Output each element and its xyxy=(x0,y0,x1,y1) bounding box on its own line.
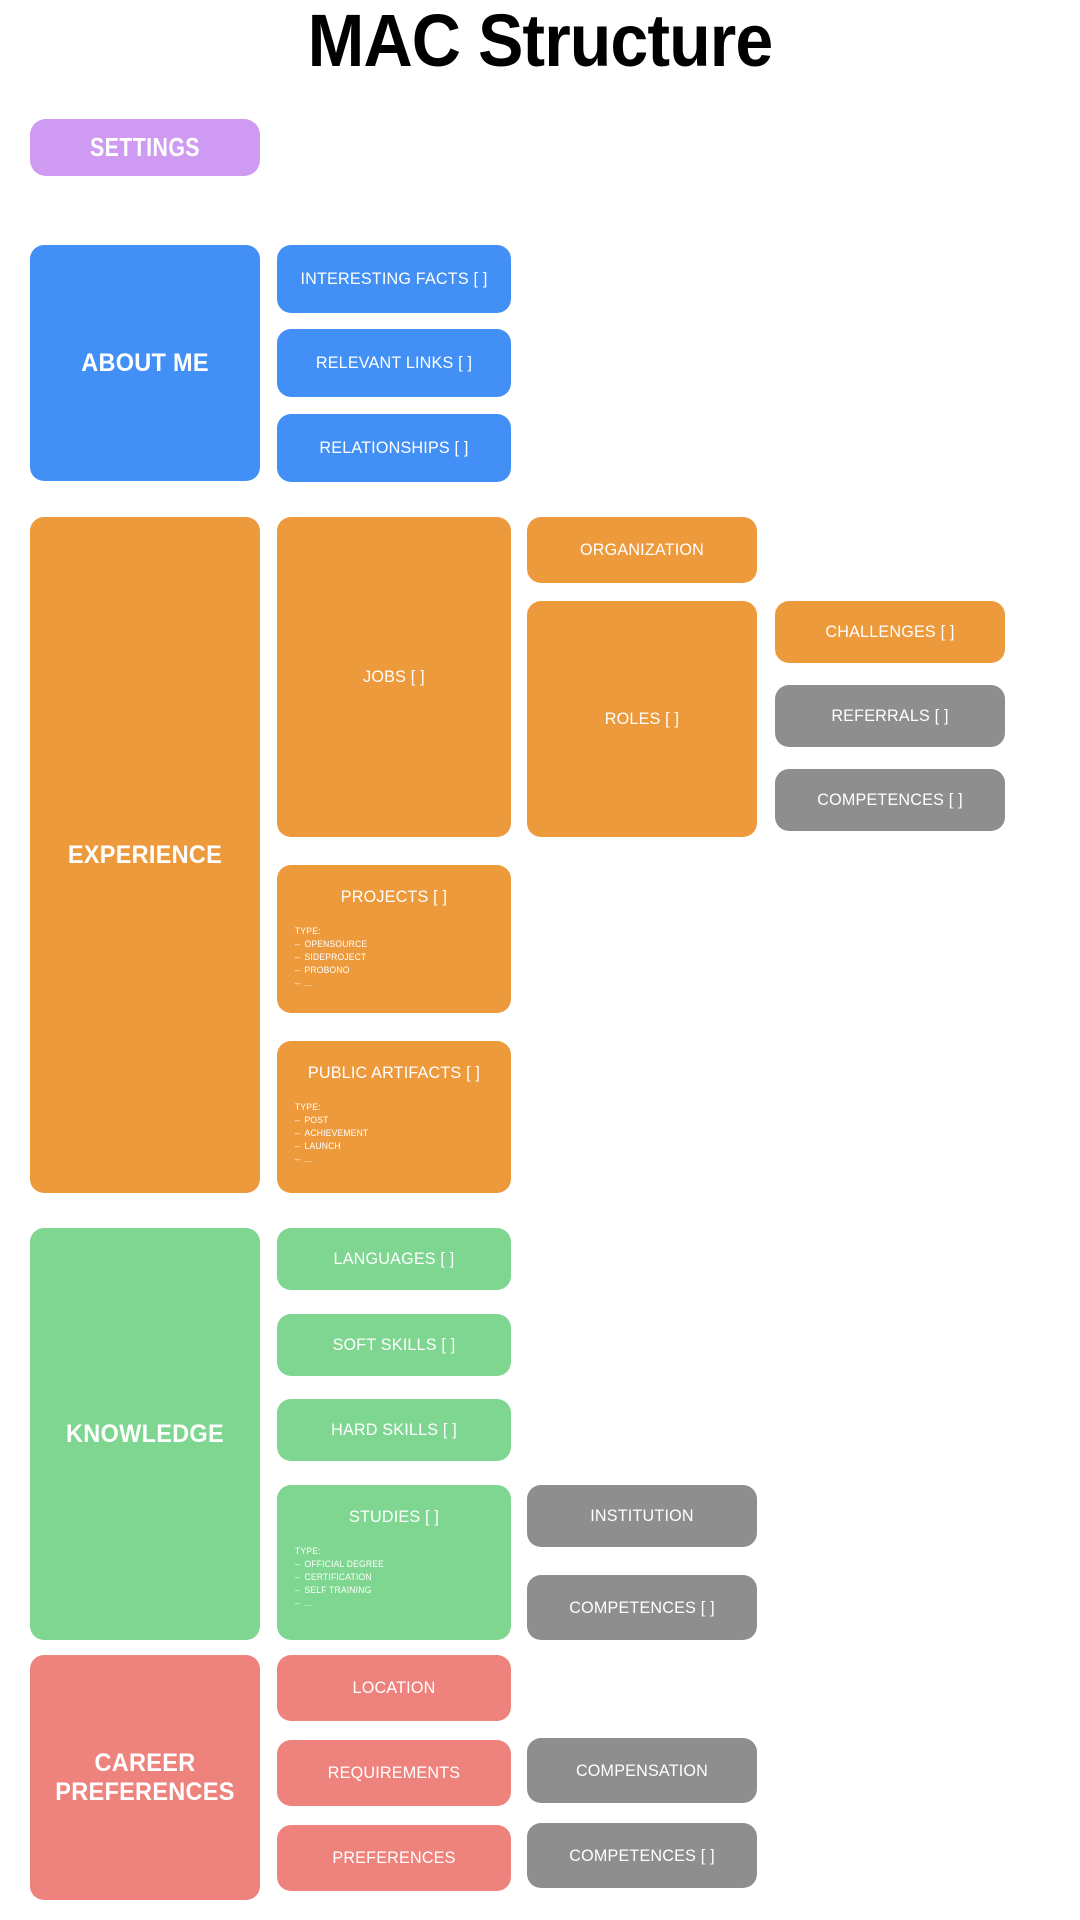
type-item-label: ... xyxy=(304,1154,313,1165)
about-me-block[interactable]: ABOUT ME xyxy=(30,245,260,481)
about-me-relevant-links-block[interactable]: RELEVANT LINKS [ ] xyxy=(277,329,511,397)
knowledge-institution-label: INSTITUTION xyxy=(590,1506,694,1525)
about-me-relationships-block[interactable]: RELATIONSHIPS [ ] xyxy=(277,414,511,482)
career-preferences-label-line1: CAREER xyxy=(94,1748,196,1777)
type-item: –SELF TRAINING xyxy=(295,1585,372,1596)
page-title: MAC Structure xyxy=(307,0,774,82)
knowledge-hard-skills-label: HARD SKILLS [ ] xyxy=(331,1420,457,1439)
experience-challenges-block[interactable]: CHALLENGES [ ] xyxy=(775,601,1005,663)
experience-roles-label: ROLES [ ] xyxy=(604,709,680,728)
type-item-label: POST xyxy=(304,1115,329,1126)
type-item: –CERTIFICATION xyxy=(295,1572,372,1583)
about-me-relationships-label: RELATIONSHIPS [ ] xyxy=(319,438,469,457)
knowledge-soft-skills-block[interactable]: SOFT SKILLS [ ] xyxy=(277,1314,511,1376)
type-heading: TYPE: xyxy=(295,1546,321,1556)
type-item: –LAUNCH xyxy=(295,1141,341,1152)
career-preferences-label-line2: PREFERENCES xyxy=(55,1777,235,1806)
type-item-label: SIDEPROJECT xyxy=(304,952,367,963)
experience-roles-block[interactable]: ROLES [ ] xyxy=(527,601,757,837)
about-me-interesting-facts-block[interactable]: INTERESTING FACTS [ ] xyxy=(277,245,511,313)
experience-block[interactable]: EXPERIENCE xyxy=(30,517,260,1193)
experience-challenges-label: CHALLENGES [ ] xyxy=(825,622,955,641)
knowledge-studies-block[interactable]: STUDIES [ ] TYPE: –OFFICIAL DEGREE –CERT… xyxy=(277,1485,511,1640)
type-item-label: PROBONO xyxy=(304,965,350,976)
type-heading: TYPE: xyxy=(295,1102,321,1112)
about-me-label: ABOUT ME xyxy=(81,348,209,377)
career-location-block[interactable]: LOCATION xyxy=(277,1655,511,1721)
type-item: –OFFICIAL DEGREE xyxy=(295,1559,385,1570)
type-item-label: SELF TRAINING xyxy=(304,1585,372,1596)
type-item-label: LAUNCH xyxy=(304,1141,341,1152)
knowledge-soft-skills-label: SOFT SKILLS [ ] xyxy=(332,1335,456,1354)
experience-jobs-label: JOBS [ ] xyxy=(363,667,425,686)
knowledge-competences-block[interactable]: COMPETENCES [ ] xyxy=(527,1575,757,1640)
career-location-label: LOCATION xyxy=(352,1678,436,1697)
career-preferences-label: CAREER PREFERENCES xyxy=(37,1749,253,1807)
about-me-relevant-links-label: RELEVANT LINKS [ ] xyxy=(315,353,473,372)
knowledge-institution-block[interactable]: INSTITUTION xyxy=(527,1485,757,1547)
experience-label: EXPERIENCE xyxy=(67,840,223,869)
experience-projects-block[interactable]: PROJECTS [ ] TYPE: –OPENSOURCE –SIDEPROJ… xyxy=(277,865,511,1013)
knowledge-hard-skills-block[interactable]: HARD SKILLS [ ] xyxy=(277,1399,511,1461)
settings-label: SETTINGS xyxy=(90,132,200,162)
type-item-label: OFFICIAL DEGREE xyxy=(304,1559,385,1570)
experience-competences-label: COMPETENCES [ ] xyxy=(817,790,963,809)
career-requirements-block[interactable]: REQUIREMENTS xyxy=(277,1740,511,1806)
career-requirements-label: REQUIREMENTS xyxy=(327,1763,461,1782)
type-item: –PROBONO xyxy=(295,965,350,976)
type-item: –POST xyxy=(295,1115,329,1126)
knowledge-label: KNOWLEDGE xyxy=(66,1419,224,1448)
type-item-label: ... xyxy=(304,978,313,989)
experience-projects-label: PROJECTS [ ] xyxy=(340,887,448,906)
knowledge-languages-block[interactable]: LANGUAGES [ ] xyxy=(277,1228,511,1290)
type-item: –OPENSOURCE xyxy=(295,939,368,950)
career-compensation-label: COMPENSATION xyxy=(575,1760,709,1780)
career-competences-label: COMPETENCES [ ] xyxy=(569,1845,715,1865)
knowledge-studies-type-list: TYPE: –OFFICIAL DEGREE –CERTIFICATION –S… xyxy=(295,1545,500,1610)
type-item-label: CERTIFICATION xyxy=(304,1572,372,1583)
experience-referrals-block[interactable]: REFERRALS [ ] xyxy=(775,685,1005,747)
type-item: –... xyxy=(295,1154,313,1165)
type-item: –... xyxy=(295,1598,313,1609)
knowledge-competences-label: COMPETENCES [ ] xyxy=(569,1597,715,1617)
type-item-label: ... xyxy=(304,1598,313,1609)
experience-public-artifacts-label: PUBLIC ARTIFACTS [ ] xyxy=(307,1063,481,1082)
experience-competences-block[interactable]: COMPETENCES [ ] xyxy=(775,769,1005,831)
experience-organization-block[interactable]: ORGANIZATION xyxy=(527,517,757,583)
career-preferences-sub-label: PREFERENCES xyxy=(332,1848,456,1867)
type-item: –ACHIEVEMENT xyxy=(295,1128,369,1139)
career-preferences-block[interactable]: CAREER PREFERENCES xyxy=(30,1655,260,1900)
experience-jobs-block[interactable]: JOBS [ ] xyxy=(277,517,511,837)
about-me-interesting-facts-label: INTERESTING FACTS [ ] xyxy=(300,269,488,288)
experience-referrals-label: REFERRALS [ ] xyxy=(831,706,949,725)
career-competences-block[interactable]: COMPETENCES [ ] xyxy=(527,1823,757,1888)
experience-projects-type-list: TYPE: –OPENSOURCE –SIDEPROJECT –PROBONO … xyxy=(295,925,500,990)
type-heading: TYPE: xyxy=(295,926,321,936)
type-item-label: OPENSOURCE xyxy=(304,939,368,950)
type-item-label: ACHIEVEMENT xyxy=(304,1128,369,1139)
experience-organization-label: ORGANIZATION xyxy=(579,540,705,559)
settings-block[interactable]: SETTINGS xyxy=(30,119,260,176)
knowledge-languages-label: LANGUAGES [ ] xyxy=(333,1249,455,1268)
experience-public-artifacts-block[interactable]: PUBLIC ARTIFACTS [ ] TYPE: –POST –ACHIEV… xyxy=(277,1041,511,1193)
type-item: –... xyxy=(295,978,313,989)
career-compensation-block[interactable]: COMPENSATION xyxy=(527,1738,757,1803)
knowledge-studies-label: STUDIES [ ] xyxy=(348,1507,440,1526)
experience-public-artifacts-type-list: TYPE: –POST –ACHIEVEMENT –LAUNCH –... xyxy=(295,1101,500,1166)
knowledge-block[interactable]: KNOWLEDGE xyxy=(30,1228,260,1640)
type-item: –SIDEPROJECT xyxy=(295,952,367,963)
career-preferences-sub-block[interactable]: PREFERENCES xyxy=(277,1825,511,1891)
